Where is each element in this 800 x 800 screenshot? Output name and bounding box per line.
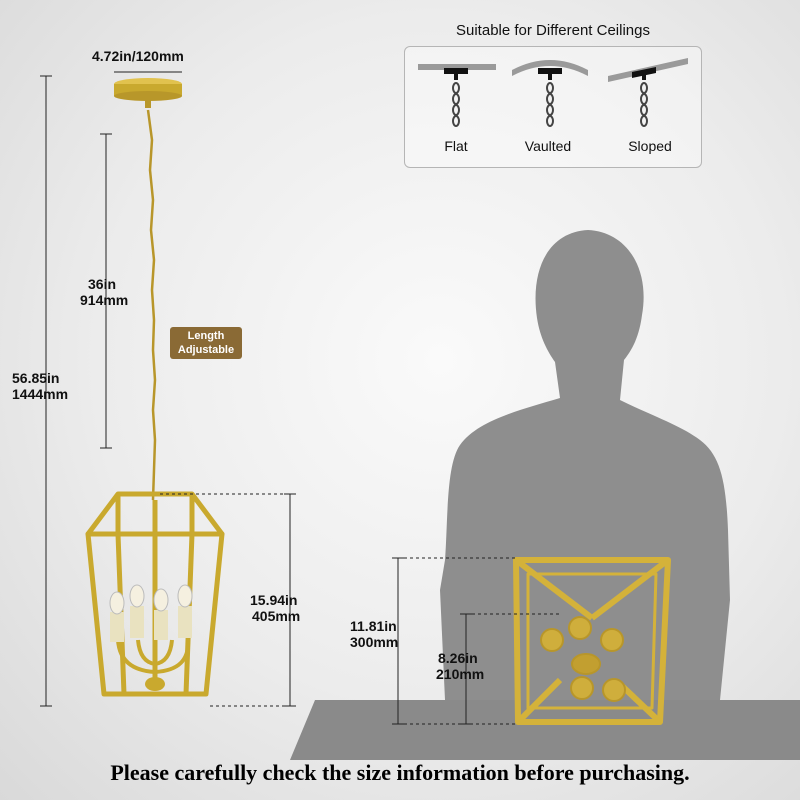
badge-line-2: Adjustable (177, 344, 235, 356)
table (290, 700, 800, 760)
pendant-lamp (40, 71, 296, 707)
bottom-width-mm: 210mm (436, 666, 485, 682)
vaulted-ceiling-icon (512, 60, 588, 80)
canopy-width-label: 4.72in/120mm (92, 48, 184, 64)
fixture-height-mm: 405mm (252, 608, 301, 624)
canopy (114, 78, 182, 108)
sloped-label: Sloped (628, 138, 672, 154)
ceiling-icons (418, 58, 688, 127)
flat-label: Flat (444, 138, 468, 154)
length-adjustable-badge: Length Adjustable (170, 327, 242, 359)
candle-arms (116, 639, 191, 675)
ceilings-title: Suitable for Different Ceilings (456, 22, 650, 39)
candles (109, 584, 193, 642)
chain-length-mm: 914mm (80, 292, 129, 308)
footer-notice: Please carefully check the size informat… (110, 760, 690, 785)
total-height-mm: 1444mm (12, 386, 69, 402)
flat-ceiling-icon (418, 64, 496, 80)
box-width-in: 11.81in (350, 618, 397, 634)
chain (146, 109, 157, 501)
bottom-width-in: 8.26in (438, 650, 478, 666)
badge-line-1: Length (187, 330, 225, 342)
sloped-ceiling-icon (608, 58, 688, 82)
chain-length-in: 36in (88, 276, 117, 292)
vaulted-label: Vaulted (524, 138, 572, 154)
box-width-mm: 300mm (350, 634, 399, 650)
fixture-height-in: 15.94in (250, 592, 298, 608)
total-height-in: 56.85in (12, 370, 60, 386)
